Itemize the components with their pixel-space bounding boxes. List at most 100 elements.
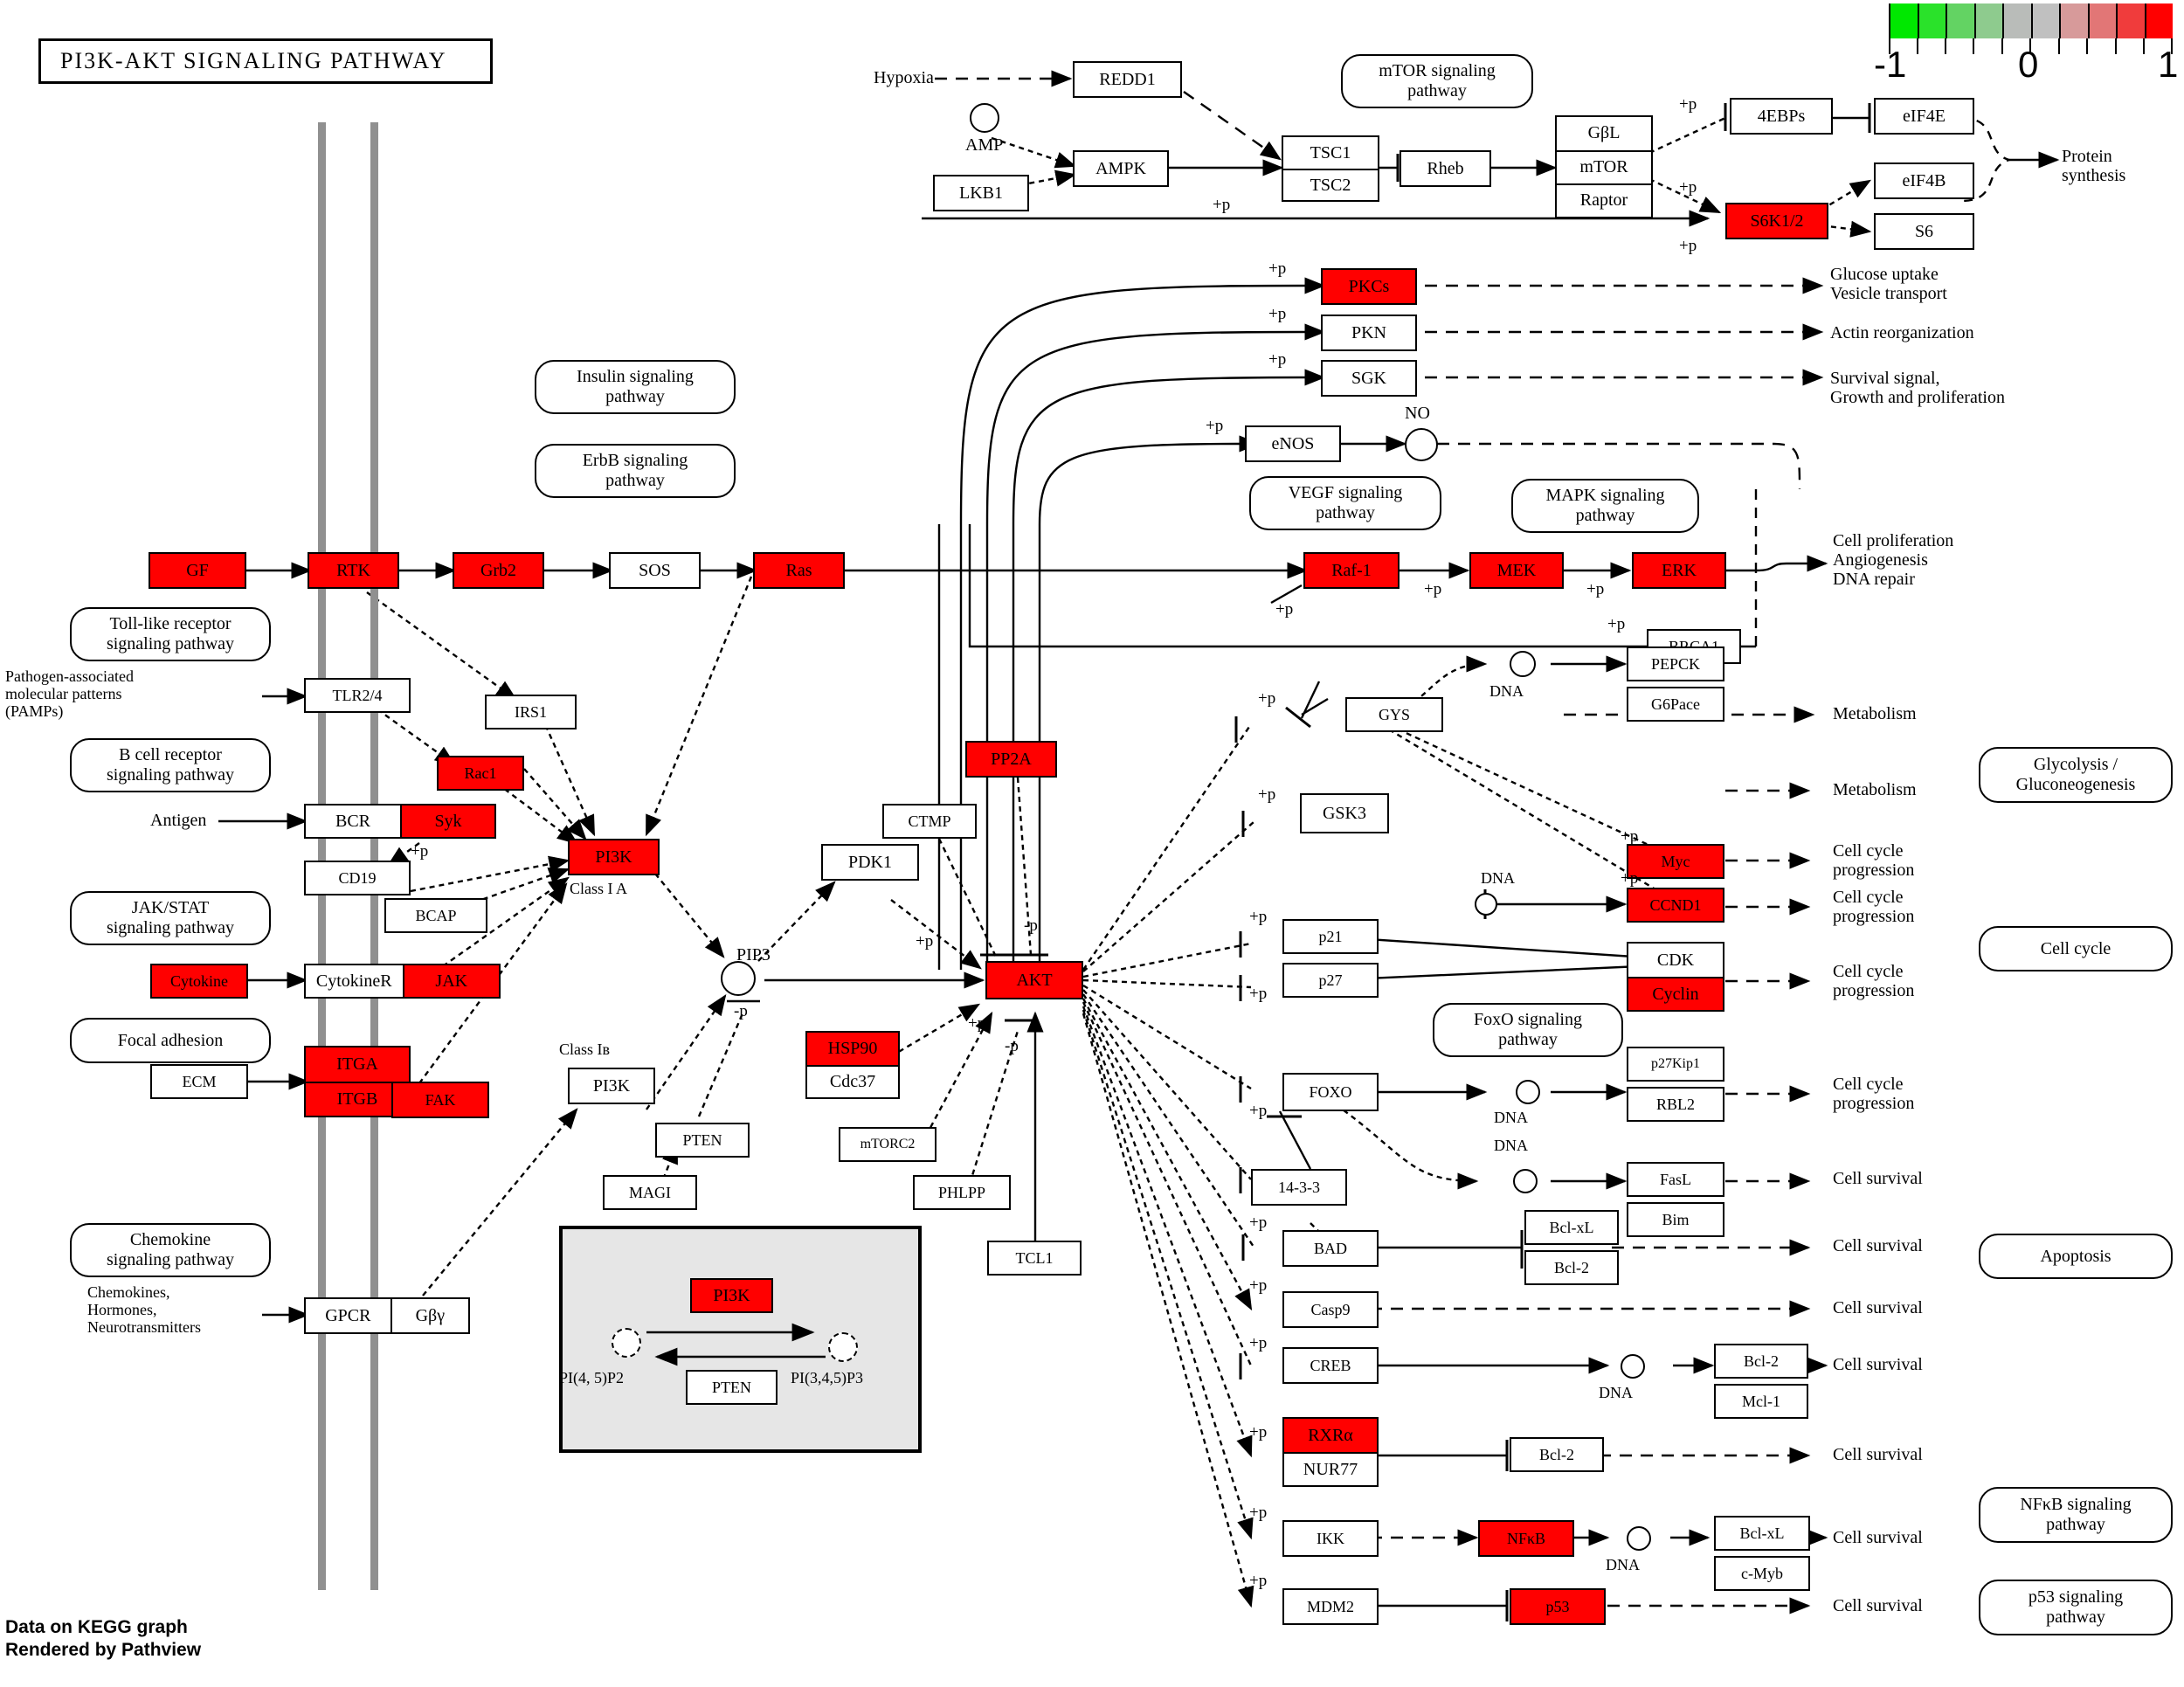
node-akt[interactable]: AKT [985,961,1083,999]
node-gbl[interactable]: GβL [1557,117,1651,150]
node-foxo[interactable]: FOXO [1282,1073,1379,1111]
node-cytokine[interactable]: Cytokine [150,964,248,999]
node-gf[interactable]: GF [149,552,246,589]
node-bcap[interactable]: BCAP [384,898,487,933]
pathway-link-mtor[interactable]: mTOR signaling pathway [1341,54,1533,108]
pathway-link-bcell[interactable]: B cell receptor signaling pathway [70,738,271,792]
node-bcr[interactable]: BCR [306,805,400,837]
node-cytokiner[interactable]: CytokineR [306,965,403,997]
node-fak[interactable]: FAK [391,1082,489,1118]
node-s6k1-2[interactable]: S6K1/2 [1725,203,1828,239]
node-bcl-xl-2[interactable]: Bcl-xL [1714,1516,1810,1551]
node-pi3k-class1a[interactable]: PI3K [568,839,660,875]
pathway-link-insulin[interactable]: Insulin signaling pathway [535,360,736,414]
node-gby[interactable]: Gβγ [390,1299,468,1332]
pathway-link-nfkb[interactable]: NFκB signaling pathway [1979,1487,2173,1543]
node-fasl[interactable]: FasL [1627,1162,1724,1197]
node-gsk3[interactable]: GSK3 [1300,793,1389,833]
node-mtor[interactable]: mTOR [1557,149,1651,183]
node-c-myb[interactable]: c-Myb [1714,1556,1810,1591]
node-bcl-2-b[interactable]: Bcl-2 [1714,1344,1808,1379]
node-rtk[interactable]: RTK [308,552,399,589]
node-14-3-3[interactable]: 14-3-3 [1251,1169,1347,1206]
node-casp9[interactable]: Casp9 [1282,1291,1379,1328]
pathway-link-focal[interactable]: Focal adhesion [70,1018,271,1063]
pathway-link-mapk[interactable]: MAPK signaling pathway [1511,479,1699,533]
node-mdm2[interactable]: MDM2 [1282,1588,1379,1625]
node-pten[interactable]: PTEN [655,1123,750,1158]
node-nur77[interactable]: NUR77 [1284,1452,1377,1485]
pathway-link-tolllike[interactable]: Toll-like receptor signaling pathway [70,607,271,661]
node-pkn[interactable]: PKN [1321,315,1417,351]
node-pi3k-class1b[interactable]: PI3K [568,1068,655,1104]
node-ampk[interactable]: AMPK [1073,150,1169,187]
node-cdk[interactable]: CDK [1628,944,1723,977]
node-cyclin[interactable]: Cyclin [1628,977,1723,1010]
node-eif4e[interactable]: eIF4E [1874,98,1974,135]
node-pdk1[interactable]: PDK1 [821,844,919,881]
node-sgk[interactable]: SGK [1321,360,1417,397]
node-raptor[interactable]: Raptor [1557,183,1651,217]
pathway-link-vegf[interactable]: VEGF signaling pathway [1249,476,1441,530]
node-bcl-2-c[interactable]: Bcl-2 [1510,1437,1604,1472]
node-ctmp[interactable]: CTMP [882,804,977,839]
node-tlr24[interactable]: TLR2/4 [304,678,411,713]
node-rheb[interactable]: Rheb [1400,150,1491,187]
node-gpcr[interactable]: GPCR [306,1299,390,1332]
node-p53[interactable]: p53 [1510,1588,1606,1625]
complex-gpcr[interactable]: GPCR Gβγ [304,1297,470,1334]
node-nfkb[interactable]: NFκB [1478,1520,1574,1557]
node-magi[interactable]: MAGI [603,1175,697,1210]
node-irs1[interactable]: IRS1 [485,695,577,729]
node-phlpp[interactable]: PHLPP [913,1175,1011,1210]
complex-cytokiner-jak[interactable]: CytokineR JAK [304,964,501,999]
node-gys[interactable]: GYS [1345,697,1443,732]
node-ccnd1[interactable]: CCND1 [1627,888,1724,923]
node-cdc37[interactable]: Cdc37 [807,1065,898,1097]
node-itga[interactable]: ITGA [306,1047,409,1082]
node-pkcs[interactable]: PKCs [1321,268,1417,305]
node-hsp90[interactable]: HSP90 [807,1033,898,1065]
node-erk[interactable]: ERK [1632,552,1726,589]
node-ikk[interactable]: IKK [1282,1520,1379,1557]
node-rxra[interactable]: RXRα [1284,1419,1377,1452]
node-4ebps[interactable]: 4EBPs [1730,98,1833,135]
node-tsc1[interactable]: TSC1 [1283,137,1378,169]
node-grb2[interactable]: Grb2 [453,552,544,589]
node-bad[interactable]: BAD [1282,1230,1379,1267]
node-jak[interactable]: JAK [402,965,499,997]
node-mcl-1[interactable]: Mcl-1 [1714,1384,1808,1419]
inset-node-pi3k[interactable]: PI3K [690,1278,773,1313]
pathway-link-glycolysis[interactable]: Glycolysis / Gluconeogenesis [1979,747,2173,803]
node-p21[interactable]: p21 [1282,919,1379,954]
complex-rxra-nur77[interactable]: RXRα NUR77 [1282,1417,1379,1487]
node-raf1[interactable]: Raf-1 [1303,552,1400,589]
node-ecm[interactable]: ECM [150,1064,248,1099]
complex-tsc[interactable]: TSC1 TSC2 [1282,135,1379,202]
inset-node-pten[interactable]: PTEN [686,1370,778,1405]
node-s6[interactable]: S6 [1874,213,1974,250]
node-rac1[interactable]: Rac1 [437,756,524,791]
node-rbl2[interactable]: RBL2 [1627,1087,1724,1122]
complex-mtorc1[interactable]: GβL mTOR Raptor [1555,115,1653,218]
node-sos[interactable]: SOS [609,552,701,589]
node-p27kip1[interactable]: p27Kip1 [1627,1047,1724,1082]
pathway-link-erbb[interactable]: ErbB signaling pathway [535,444,736,498]
pathway-link-cellcycle[interactable]: Cell cycle [1979,926,2173,971]
node-bim[interactable]: Bim [1627,1202,1724,1237]
node-enos[interactable]: eNOS [1245,425,1341,462]
node-pp2a[interactable]: PP2A [965,741,1057,778]
node-p27[interactable]: p27 [1282,963,1379,998]
node-pepck[interactable]: PEPCK [1627,646,1724,681]
node-mek[interactable]: MEK [1469,552,1564,589]
node-ras[interactable]: Ras [753,552,845,589]
pathway-link-foxo[interactable]: FoxO signaling pathway [1433,1003,1623,1057]
pathway-link-chemokine[interactable]: Chemokine signaling pathway [70,1223,271,1277]
node-tcl1[interactable]: TCL1 [987,1241,1082,1276]
node-syk[interactable]: Syk [400,805,494,837]
pathway-link-jakstat[interactable]: JAK/STAT signaling pathway [70,891,271,945]
complex-bcr-syk[interactable]: BCR Syk [304,804,496,839]
complex-hsp90-cdc37[interactable]: HSP90 Cdc37 [805,1031,900,1099]
node-mtorc2[interactable]: mTORC2 [839,1127,936,1162]
node-eif4b[interactable]: eIF4B [1874,162,1974,199]
